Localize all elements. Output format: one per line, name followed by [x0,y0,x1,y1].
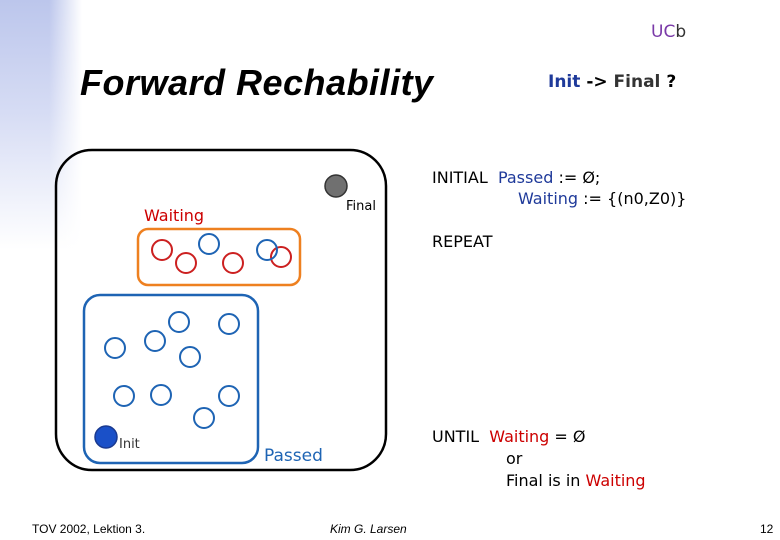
question-subtitle: Init -> Final ? [548,72,677,92]
passed-state [113,385,135,407]
waiting-label: Waiting [144,206,205,225]
final-state [324,174,348,198]
algo-repeat-line: REPEAT [432,232,493,251]
passed-state [150,384,172,406]
waiting-state [222,252,244,274]
waiting-region [136,227,302,287]
init-label: Init [119,437,140,452]
frontier-state [198,233,220,255]
waiting-state [175,252,197,274]
init-state [94,425,118,449]
sidebar-decoration-fade [0,0,82,250]
passed-state [218,385,240,407]
footer-author: Kim G. Larsen [330,522,407,536]
final-label: Final [346,199,376,214]
slide-title: Forward Rechability [80,62,434,103]
passed-label: Passed [264,446,323,466]
passed-state [218,313,240,335]
page-number: 12 [760,522,774,536]
algo-final-line: Final is in Waiting [506,471,646,490]
passed-state [193,407,215,429]
waiting-state [151,239,173,261]
passed-state [168,311,190,333]
algo-or-line: or [506,449,523,468]
state-space-box [54,148,388,472]
ucb-logo: UCb [651,22,687,42]
footer-course: TOV 2002, Lektion 3. [32,522,146,536]
passed-state [104,337,126,359]
algo-until-line: UNTIL Waiting = Ø [432,427,586,446]
passed-region [82,293,260,465]
algo-waiting-init-line: Waiting := {(n0,Z0)} [518,189,687,208]
waiting-state [270,246,292,268]
passed-state [144,330,166,352]
passed-state [179,346,201,368]
frontier-state [256,239,278,261]
algo-initial-line: INITIAL Passed := Ø; [432,168,601,187]
